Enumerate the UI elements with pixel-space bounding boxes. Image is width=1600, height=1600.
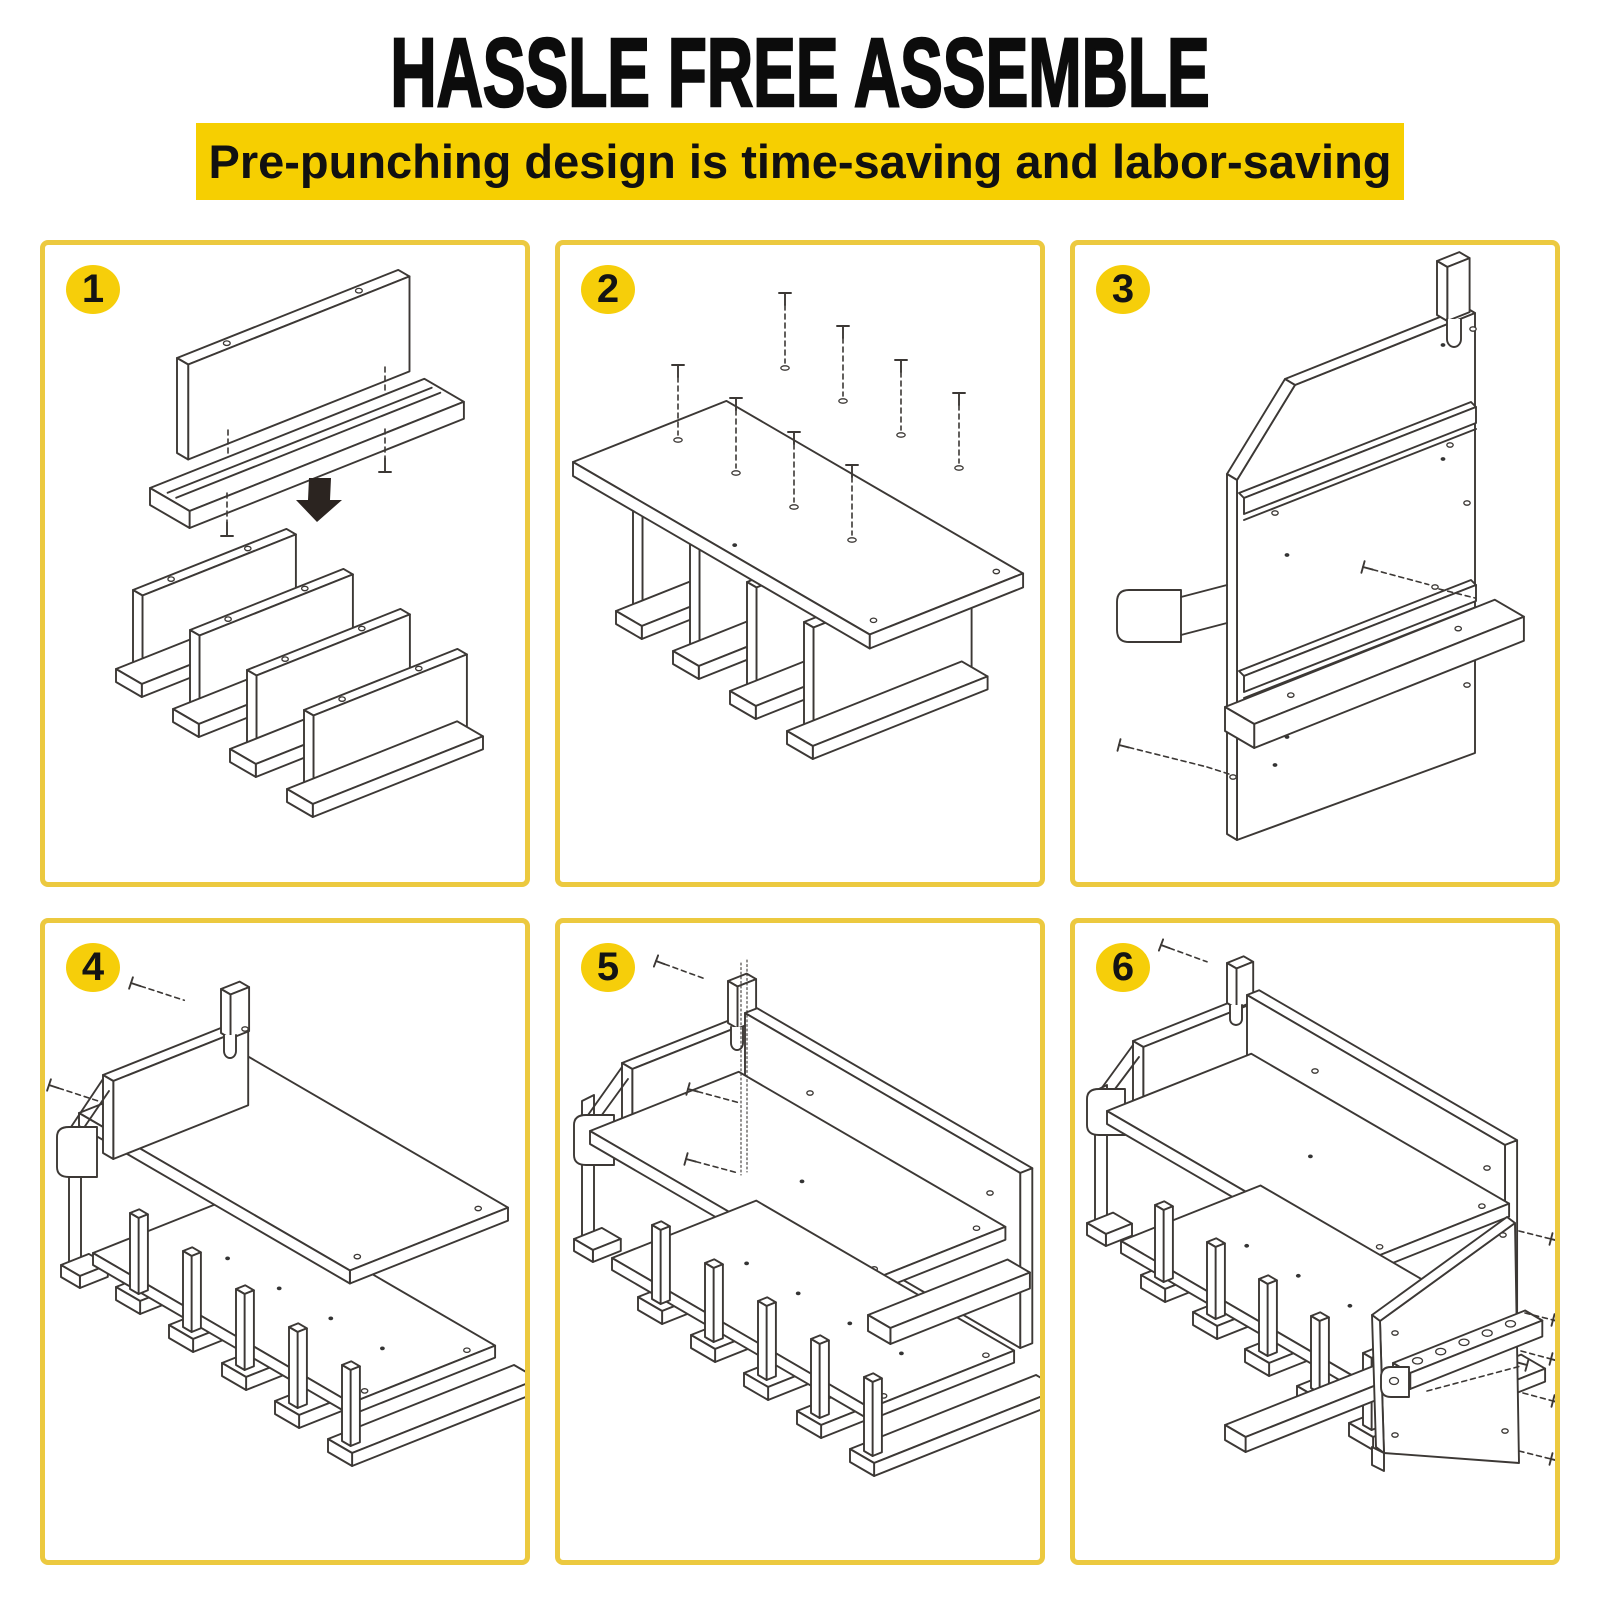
step-panel-4: 4 [40,918,530,1565]
page-title: HASSLE FREE ASSEMBLE [390,18,1211,127]
subtitle-banner: Pre-punching design is time-saving and l… [196,123,1404,200]
step-2-illustration [572,292,1025,760]
step-2-badge: 2 [581,265,635,314]
down-arrow-icon [296,478,342,522]
step-1-illustration [115,268,484,818]
step-panel-2: 2 [555,240,1045,887]
step-4-illustration [46,976,525,1467]
step-panel-3: 3 [1070,240,1560,887]
step-6-illustration [1086,938,1555,1472]
step-5-badge: 5 [581,943,635,992]
step-5-illustration [573,954,1040,1477]
step-3-illustration [1116,251,1525,841]
step-1-badge: 1 [66,265,120,314]
step-panel-5: 5 [555,918,1045,1565]
step-6-badge: 6 [1096,943,1150,992]
steps-grid: 1 2 3 4 5 6 [40,240,1560,1565]
step-4-badge: 4 [66,943,120,992]
step-panel-6: 6 [1070,918,1560,1565]
step-panel-1: 1 [40,240,530,887]
step-3-badge: 3 [1096,265,1150,314]
